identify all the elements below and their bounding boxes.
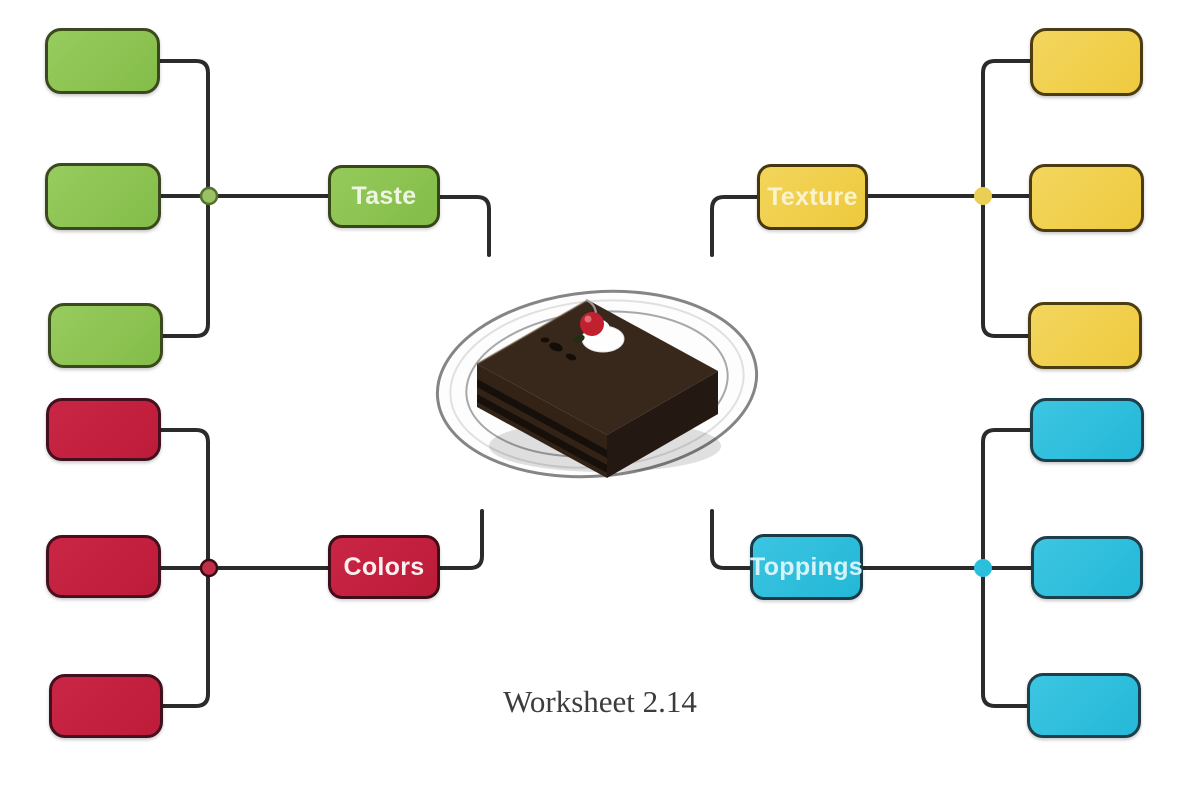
texture-label-text: Texture bbox=[767, 182, 858, 211]
connector-lines bbox=[158, 59, 1033, 708]
toppings-answer-box-1[interactable] bbox=[1030, 398, 1144, 462]
taste-branch-label: Taste bbox=[328, 165, 440, 228]
worksheet-title: Worksheet 2.14 bbox=[503, 684, 697, 719]
colors-answer-box-2[interactable] bbox=[46, 535, 161, 598]
toppings-junction-dot bbox=[974, 559, 992, 577]
toppings-answer-box-2[interactable] bbox=[1031, 536, 1143, 599]
colors-junction-dot bbox=[199, 558, 219, 578]
taste-answer-box-3[interactable] bbox=[48, 303, 163, 368]
colors-answer-box-1[interactable] bbox=[46, 398, 161, 461]
texture-branch-label: Texture bbox=[757, 164, 868, 230]
texture-answer-box-2[interactable] bbox=[1029, 164, 1144, 232]
cake-image bbox=[435, 289, 759, 479]
texture-answer-box-3[interactable] bbox=[1028, 302, 1142, 369]
taste-junction-dot bbox=[199, 186, 219, 206]
colors-answer-box-3[interactable] bbox=[49, 674, 163, 738]
taste-answer-box-1[interactable] bbox=[45, 28, 160, 94]
texture-junction-dot bbox=[974, 187, 992, 205]
toppings-answer-box-3[interactable] bbox=[1027, 673, 1141, 738]
toppings-branch-label: Toppings bbox=[750, 534, 863, 600]
colors-label-text: Colors bbox=[343, 552, 425, 581]
texture-answer-box-1[interactable] bbox=[1030, 28, 1143, 96]
colors-branch-label: Colors bbox=[328, 535, 440, 599]
taste-answer-box-2[interactable] bbox=[45, 163, 161, 230]
toppings-label-text: Toppings bbox=[749, 552, 864, 581]
taste-label-text: Taste bbox=[351, 182, 417, 210]
plate bbox=[435, 289, 759, 479]
